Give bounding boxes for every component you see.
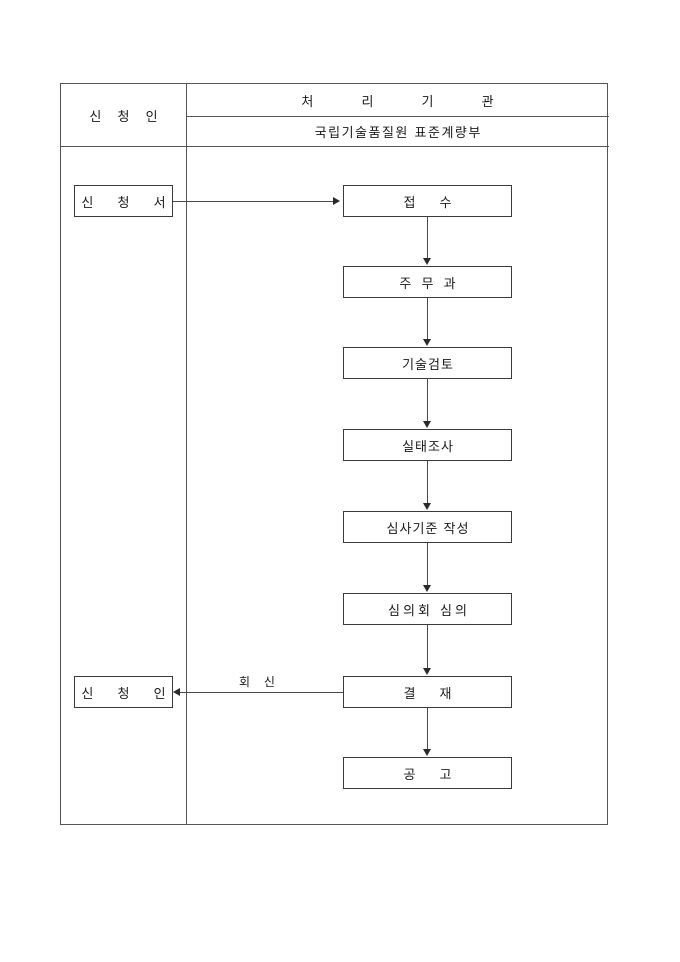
- header-applicant-label: 신 청 인: [89, 109, 164, 125]
- edge-approval-to-notice-arrowhead: [423, 749, 431, 756]
- edge-dept-to-review-line: [427, 298, 428, 340]
- edge-survey-to-criteria-arrowhead: [423, 503, 431, 510]
- node-criteria-drafting: 심사기준 작성: [343, 511, 512, 543]
- edge-approval-to-notice-line: [427, 708, 428, 750]
- edge-reply-line: [180, 692, 343, 693]
- header-agency-label: 처 리 기 관: [301, 94, 516, 110]
- node-receipt-label: 접 수: [403, 195, 462, 211]
- node-responsible-dept-label: 주 무 과: [399, 276, 459, 292]
- edge-survey-to-criteria-line: [427, 461, 428, 504]
- node-applicant: 신 청 인: [74, 676, 173, 708]
- edge-receipt-to-dept-line: [427, 217, 428, 259]
- edge-review-to-survey-arrowhead: [423, 421, 431, 428]
- header-cell-agency: 처 리 기 관: [186, 84, 609, 116]
- node-application-form: 신 청 서: [74, 185, 173, 217]
- header-cell-department: 국립기술품질원 표준계량부: [186, 116, 609, 146]
- node-public-notice: 공 고: [343, 757, 512, 789]
- header-cell-applicant: 신 청 인: [61, 84, 186, 146]
- edge-dept-to-review-arrowhead: [423, 339, 431, 346]
- edge-committee-to-approval-arrowhead: [423, 668, 431, 675]
- node-responsible-dept: 주 무 과: [343, 266, 512, 298]
- header-middle-rule: [186, 116, 609, 117]
- node-application-form-label: 신 청 서: [81, 195, 176, 211]
- edge-criteria-to-committee-arrowhead: [423, 585, 431, 592]
- column-divider: [186, 84, 187, 824]
- edge-receipt-to-dept-arrowhead: [423, 258, 431, 265]
- node-approval-label: 결 재: [403, 686, 462, 702]
- edge-reply-label: 회 신: [236, 673, 283, 690]
- node-technical-review: 기술검토: [343, 347, 512, 379]
- node-approval: 결 재: [343, 676, 512, 708]
- edge-reply-arrowhead: [173, 688, 180, 696]
- node-committee-review: 심의회 심의: [343, 593, 512, 625]
- node-committee-review-label: 심의회 심의: [388, 603, 470, 619]
- node-receipt: 접 수: [343, 185, 512, 217]
- node-technical-review-label: 기술검토: [402, 357, 454, 373]
- process-flow-table: 신 청 인 처 리 기 관 국립기술품질원 표준계량부 신 청 서 신 청 인 …: [60, 83, 609, 825]
- edge-submit-arrowhead: [333, 197, 340, 205]
- node-applicant-label: 신 청 인: [81, 686, 176, 702]
- header-department-label: 국립기술품질원 표준계량부: [314, 125, 482, 141]
- node-criteria-drafting-label: 심사기준 작성: [386, 521, 470, 537]
- node-field-survey-label: 실태조사: [402, 439, 454, 455]
- header-bottom-rule: [61, 146, 609, 147]
- edge-committee-to-approval-line: [427, 625, 428, 669]
- edge-criteria-to-committee-line: [427, 543, 428, 586]
- edge-review-to-survey-line: [427, 379, 428, 422]
- edge-submit-line: [173, 201, 333, 202]
- node-field-survey: 실태조사: [343, 429, 512, 461]
- node-public-notice-label: 공 고: [403, 767, 462, 783]
